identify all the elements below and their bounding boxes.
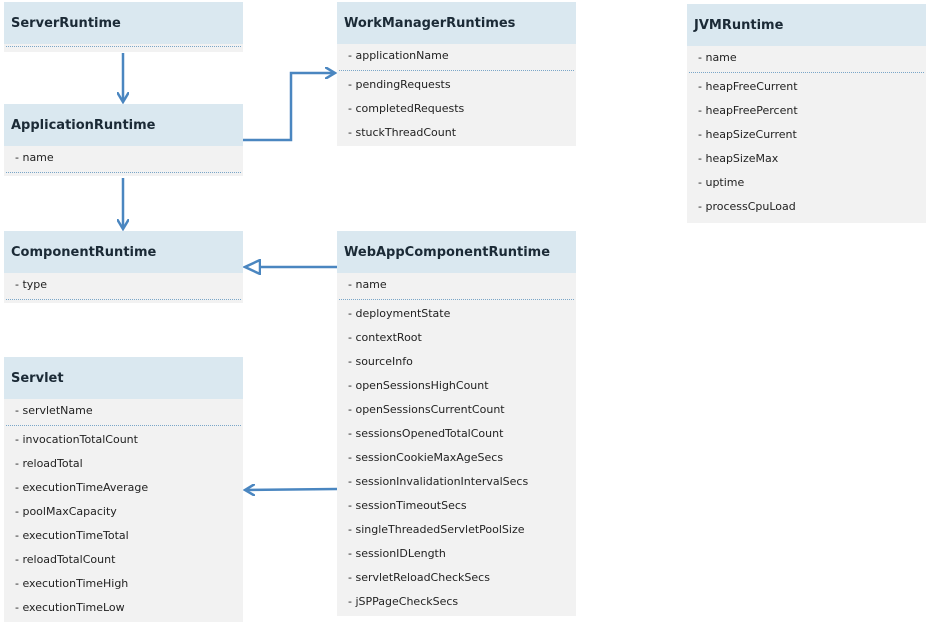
class-title: Servlet	[4, 357, 243, 399]
field: - uptime	[698, 176, 745, 189]
key-field: - applicationName	[348, 49, 449, 62]
field: - sessionsOpenedTotalCount	[348, 427, 504, 440]
arrow-application-to-workmanager	[243, 73, 335, 142]
divider	[689, 72, 924, 73]
divider	[339, 70, 574, 71]
class-workmanagerruntimes: WorkManagerRuntimes - applicationName - …	[337, 2, 576, 146]
field: - executionTimeAverage	[15, 481, 149, 494]
field: - completedRequests	[348, 102, 465, 115]
field: - sessionTimeoutSecs	[348, 499, 467, 512]
field: - jSPPageCheckSecs	[348, 595, 459, 608]
class-serverruntime: ServerRuntime	[4, 2, 243, 52]
field: - executionTimeTotal	[15, 529, 129, 542]
field: - reloadTotalCount	[15, 553, 116, 566]
key-field: - type	[15, 278, 48, 291]
field: - processCpuLoad	[698, 200, 796, 213]
class-title: ServerRuntime	[4, 2, 243, 44]
field: - heapFreePercent	[698, 104, 798, 117]
arrow-webapp-to-servlet	[245, 489, 338, 490]
key-field: - name	[15, 151, 54, 164]
field: - sourceInfo	[348, 355, 413, 368]
field: - executionTimeLow	[15, 601, 125, 614]
key-field: - name	[348, 278, 387, 291]
class-title: ComponentRuntime	[4, 231, 243, 273]
field: - servletReloadCheckSecs	[348, 571, 490, 584]
field: - sessionIDLength	[348, 547, 446, 560]
key-field: - servletName	[15, 404, 93, 417]
field: - pendingRequests	[348, 78, 451, 91]
class-applicationruntime: ApplicationRuntime - name	[4, 104, 243, 176]
field: - sessionCookieMaxAgeSecs	[348, 451, 504, 464]
field: - poolMaxCapacity	[15, 505, 117, 518]
field: - heapSizeCurrent	[698, 128, 797, 141]
class-title: ApplicationRuntime	[4, 104, 243, 146]
divider	[6, 425, 241, 426]
key-field: - name	[698, 51, 737, 64]
class-title: JVMRuntime	[687, 4, 926, 46]
divider	[6, 299, 241, 300]
field: - singleThreadedServletPoolSize	[348, 523, 525, 536]
class-jvmruntime: JVMRuntime - name - heapFreeCurrent - hea…	[687, 4, 926, 223]
field: - openSessionsCurrentCount	[348, 403, 505, 416]
field: - invocationTotalCount	[15, 433, 138, 446]
field: - executionTimeHigh	[15, 577, 129, 590]
class-title: WorkManagerRuntimes	[337, 2, 576, 44]
field: - heapFreeCurrent	[698, 80, 798, 93]
field: - heapSizeMax	[698, 152, 779, 165]
field: - sessionInvalidationIntervalSecs	[348, 475, 529, 488]
class-componentruntime: ComponentRuntime - type	[4, 231, 243, 303]
divider	[6, 172, 241, 173]
class-title: WebAppComponentRuntime	[337, 231, 576, 273]
field: - contextRoot	[348, 331, 422, 344]
divider	[6, 46, 241, 47]
field: - openSessionsHighCount	[348, 379, 489, 392]
field: - reloadTotal	[15, 457, 83, 470]
divider	[339, 299, 574, 300]
field: - stuckThreadCount	[348, 126, 457, 139]
field: - deploymentState	[348, 307, 451, 320]
class-servlet: Servlet - servletName - invocationTotalC…	[4, 357, 243, 622]
class-webappcomponentruntime: WebAppComponentRuntime - name - deployme…	[337, 231, 576, 616]
